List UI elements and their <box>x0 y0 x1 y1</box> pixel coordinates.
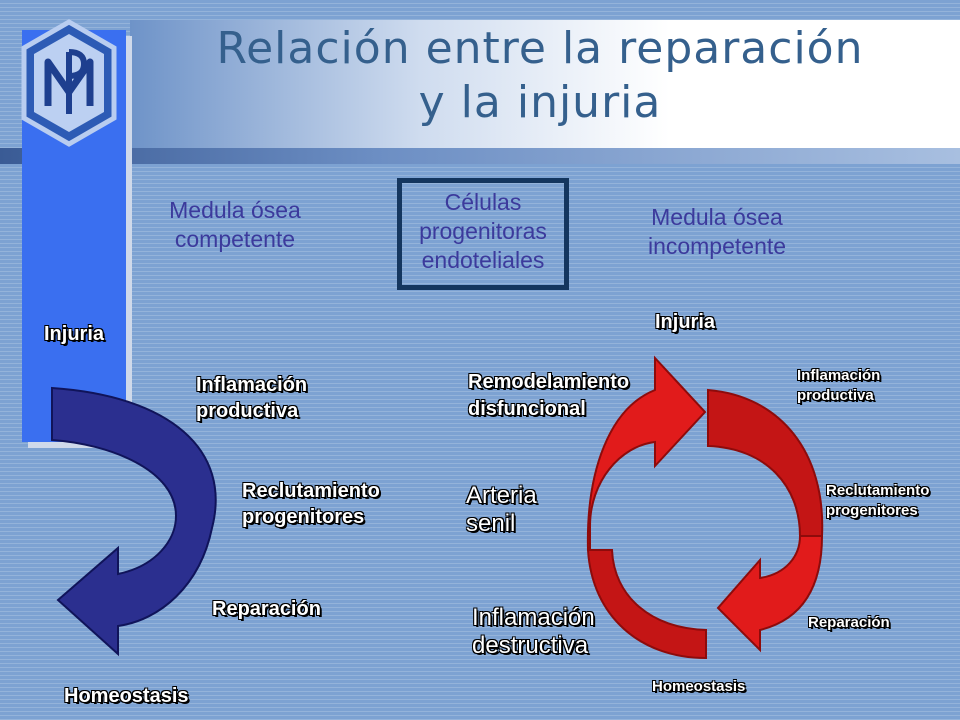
arteria-line2: senil <box>466 510 516 537</box>
right-homeostasis-label: Homeostasis <box>652 678 746 695</box>
arteria-senil-label: Arteria senil <box>466 482 537 538</box>
right-reclutamiento-line2: progenitores <box>826 502 918 519</box>
title-line-1: Relación entre la reparación <box>216 23 864 74</box>
right-remodelamiento-line1: Remodelamiento <box>468 371 630 393</box>
caption-competente: Medula ósea competente <box>140 196 330 254</box>
left-curved-arrow <box>51 386 217 657</box>
red-arrow-lower-right <box>716 535 824 653</box>
right-inflamacion-label: Inflamación productiva <box>797 366 880 406</box>
left-reclutamiento-line2: progenitores <box>242 506 365 528</box>
left-inflamacion-label: Inflamación productiva <box>196 372 307 424</box>
caption-left-line2: competente <box>174 226 296 252</box>
slide-title: Relación entre la reparación y la injuri… <box>160 22 920 130</box>
right-reclutamiento-line1: Reclutamiento <box>826 482 930 499</box>
inflamacion-destructiva-line1: Inflamación <box>472 604 595 631</box>
caption-right-line2: incompetente <box>647 233 787 259</box>
right-remodelamiento-line2: disfuncional <box>468 398 586 420</box>
left-reparacion-label: Reparación <box>212 598 321 620</box>
title-line-2: y la injuria <box>418 77 662 128</box>
caption-center-line2: progenitoras <box>419 218 547 244</box>
left-inflamacion-line1: Inflamación <box>196 374 308 396</box>
right-inflamacion-line2: productiva <box>797 387 874 404</box>
left-reclutamiento-line1: Reclutamiento <box>242 480 380 502</box>
caption-right-line1: Medula ósea <box>651 204 783 230</box>
inflamacion-destructiva-label: Inflamación destructiva <box>472 604 595 660</box>
inflamacion-destructiva-line2: destructiva <box>472 632 589 659</box>
arteria-line1: Arteria <box>466 482 537 509</box>
red-arrow-upper-right <box>707 388 824 537</box>
chi-rho-logo-icon <box>21 19 117 147</box>
celulas-box: Células progenitoras endoteliales <box>397 178 569 290</box>
right-injuria-label: Injuria <box>655 311 716 333</box>
left-homeostasis-label: Homeostasis <box>64 685 189 707</box>
caption-center-line1: Células <box>444 189 522 215</box>
red-arrow-lower-left <box>586 549 707 660</box>
right-inflamacion-line1: Inflamación <box>797 367 881 384</box>
right-remodelamiento-label: Remodelamiento disfuncional <box>468 369 629 423</box>
caption-incompetente: Medula ósea incompetente <box>612 203 822 261</box>
title-band-shadow <box>0 148 960 164</box>
caption-left-line1: Medula ósea <box>169 197 301 223</box>
right-reclutamiento-label: Reclutamiento progenitores <box>826 481 929 521</box>
title-band <box>130 20 960 148</box>
left-reclutamiento-label: Reclutamiento progenitores <box>242 478 380 530</box>
left-inflamacion-line2: productiva <box>196 400 299 422</box>
right-reparacion-label: Reparación <box>808 614 890 631</box>
caption-center-line3: endoteliales <box>421 247 545 273</box>
left-injuria-label: Injuria <box>44 323 105 345</box>
